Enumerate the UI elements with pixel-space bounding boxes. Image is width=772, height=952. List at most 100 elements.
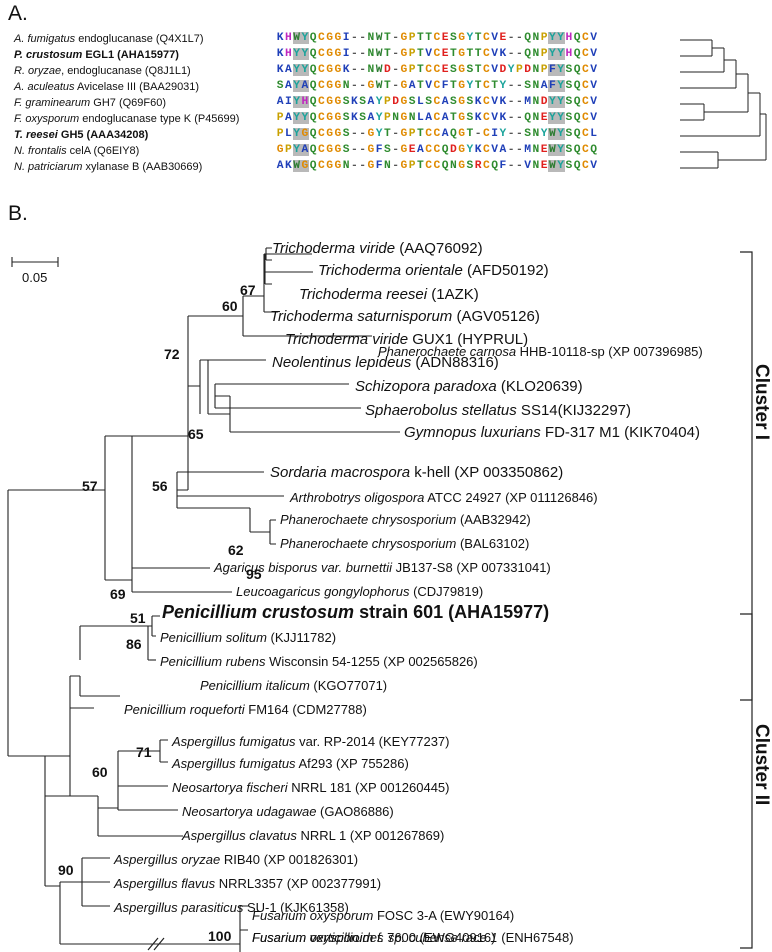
scale-label: 0.05 [22, 270, 48, 285]
residue: N [342, 80, 350, 92]
residue: T [383, 80, 391, 92]
residue: G [458, 144, 466, 156]
tree-leaf-label: Neosartorya udagawae (GAO86886) [182, 804, 394, 819]
residue: T [383, 32, 391, 44]
residue: G [276, 144, 284, 156]
residue: Q [573, 160, 581, 172]
tree-leaf-label: Aspergillus oryzae RIB40 (XP 001826301) [114, 852, 359, 867]
residue: Y [556, 32, 565, 44]
residue: W [375, 80, 383, 92]
residue: Q [309, 48, 317, 60]
residue: G [326, 144, 334, 156]
bootstrap-value: 62 [228, 542, 244, 558]
tree-leaf-label: Trichoderma reesei (1AZK) [299, 286, 479, 303]
residue: A [367, 112, 375, 124]
residue: C [433, 32, 441, 44]
tree-leaf-label: Fusarium verticillioides 7600 (EWG40916) [252, 930, 496, 945]
residue: Y [556, 144, 565, 156]
residue: H [284, 48, 292, 60]
panel-b-label: B. [8, 202, 28, 225]
residue: G [334, 128, 342, 140]
tree-leaf-label: Aspergillus fumigatus var. RP-2014 (KEY7… [172, 734, 450, 749]
residue: - [507, 144, 515, 156]
residue: V [590, 32, 598, 44]
residue: S [449, 32, 457, 44]
residue: D [499, 64, 507, 76]
residue: N [449, 160, 457, 172]
residue: N [532, 112, 540, 124]
tree-leaf-label: Schizopora paradoxa (KLO20639) [355, 378, 583, 395]
panel-a-alignment: A. A. fumigatus endoglucanase (Q4X1L7)KH… [0, 0, 772, 200]
alignment-sequence: KAYYQCGGK--NWD-GPTCCESGSTCVDYPDNPFYSQCV [276, 64, 598, 76]
residue: S [565, 96, 573, 108]
residue: Y [292, 112, 301, 124]
residue: V [524, 160, 532, 172]
residue: G [458, 160, 466, 172]
residue: S [383, 144, 391, 156]
tree-leaf-label: Agaricus bisporus var. burnettii JB137-S… [214, 560, 551, 575]
residue: V [590, 112, 598, 124]
residue: - [392, 128, 400, 140]
residue: C [581, 80, 589, 92]
residue: C [581, 32, 589, 44]
residue: T [416, 32, 424, 44]
residue: Q [309, 112, 317, 124]
residue: C [317, 96, 325, 108]
residue: - [359, 160, 367, 172]
residue: S [449, 64, 457, 76]
residue: Y [466, 144, 474, 156]
residue: Y [375, 96, 383, 108]
residue: I [491, 128, 499, 140]
residue: S [342, 128, 350, 140]
residue: T [474, 80, 482, 92]
residue: N [367, 48, 375, 60]
residue: K [350, 96, 358, 108]
residue: A [367, 96, 375, 108]
residue: A [408, 80, 416, 92]
residue: C [317, 64, 325, 76]
residue: G [400, 112, 408, 124]
alignment-sequence: PLYGQCGGS--GYT-GPTCCAQGT-CIY--SNYWYSQCL [276, 128, 598, 140]
residue: C [482, 32, 490, 44]
residue: D [392, 96, 400, 108]
residue: E [540, 144, 548, 156]
residue: - [392, 144, 400, 156]
residue: P [540, 48, 548, 60]
cluster-brackets [740, 251, 753, 949]
residue: Q [309, 160, 317, 172]
residue: G [458, 128, 466, 140]
residue: A [284, 80, 292, 92]
bootstrap-value: 60 [92, 764, 108, 780]
residue: T [466, 48, 474, 60]
residue: Q [573, 128, 581, 140]
tree-leaf-label: Penicillium italicum (KGO77071) [200, 678, 388, 693]
residue: C [581, 160, 589, 172]
residue: G [400, 32, 408, 44]
tree-leaf-label: Fusarium oxysporum f. sp. cubense race 1… [252, 930, 574, 945]
residue: H [565, 48, 573, 60]
residue: C [433, 160, 441, 172]
alignment-sequence: KHWYQCGGI--NWT-GPTTCESGYTCVE--QNPYYHQCV [276, 32, 598, 44]
residue: Y [292, 128, 301, 140]
bootstrap-value: 69 [110, 586, 126, 602]
residue: C [425, 128, 433, 140]
residue: C [482, 48, 490, 60]
tree-leaf-label: Trichoderma saturnisporum (AGV05126) [270, 308, 540, 325]
residue: - [515, 48, 523, 60]
residue: Y [300, 112, 309, 124]
residue: S [342, 144, 350, 156]
residue: S [408, 96, 416, 108]
residue: I [284, 96, 292, 108]
residue: W [292, 160, 301, 172]
residue: C [425, 64, 433, 76]
residue: Y [548, 112, 557, 124]
residue: G [400, 64, 408, 76]
tree-leaf-label: Sordaria macrospora k-hell (XP 003350862… [270, 464, 564, 481]
residue: T [416, 128, 424, 140]
residue: D [540, 96, 548, 108]
residue: G [326, 160, 334, 172]
residue: F [441, 80, 449, 92]
residue: T [449, 80, 457, 92]
residue: S [449, 96, 457, 108]
residue: C [317, 48, 325, 60]
